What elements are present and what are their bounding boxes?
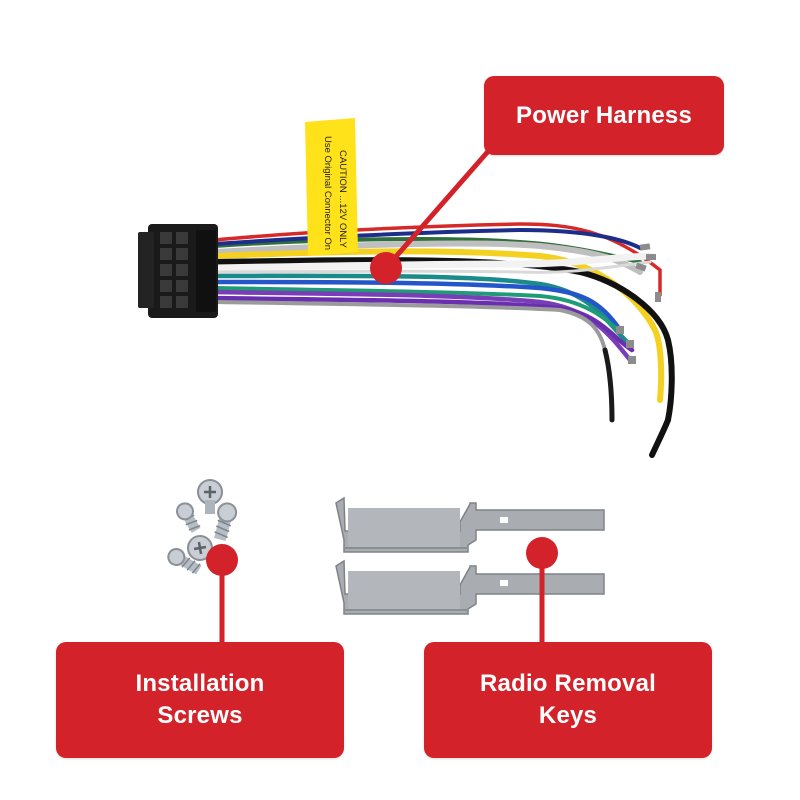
caution-tag-line1: CAUTION ...12V ONLY bbox=[337, 150, 348, 249]
pointer-dot bbox=[370, 252, 402, 284]
power-harness-pointer bbox=[370, 138, 500, 284]
harness-connector bbox=[138, 224, 218, 318]
screw bbox=[167, 548, 202, 575]
harness-wires bbox=[211, 222, 675, 458]
wire-navy bbox=[213, 227, 642, 250]
installation-screws bbox=[167, 479, 238, 645]
caution-tag: CAUTION ...12V ONLY Use Original Connect… bbox=[305, 118, 358, 256]
installation-screws-label-line1: Installation bbox=[135, 670, 265, 697]
wire-red bbox=[213, 222, 662, 297]
power-harness: CAUTION ...12V ONLY Use Original Connect… bbox=[138, 118, 675, 458]
wire-blue bbox=[212, 279, 623, 333]
wire-black-end bbox=[649, 417, 671, 458]
wire-black bbox=[212, 257, 675, 423]
removal-key bbox=[335, 496, 605, 553]
screw bbox=[187, 535, 213, 561]
installation-screws-label-line2: Screws bbox=[157, 702, 243, 729]
caution-tag-line2: Use Original Connector On bbox=[322, 136, 333, 250]
screw bbox=[214, 502, 238, 542]
keys-pointer-dot bbox=[526, 537, 558, 569]
wire-purple-2 bbox=[212, 295, 635, 353]
removal-key bbox=[335, 559, 605, 615]
installation-screws-callout: Installation Screws bbox=[56, 642, 344, 758]
radio-removal-keys-label-line1: Radio Removal bbox=[480, 670, 656, 697]
wire-green-2 bbox=[213, 286, 622, 334]
power-harness-callout: Power Harness bbox=[484, 76, 724, 155]
radio-removal-keys-label-line2: Keys bbox=[538, 702, 598, 729]
wire-white-outline bbox=[213, 260, 652, 274]
screw bbox=[176, 502, 201, 533]
wire-black-tail bbox=[602, 347, 615, 423]
wire-white bbox=[211, 252, 654, 272]
power-harness-label: Power Harness bbox=[515, 101, 692, 129]
radio-removal-keys-callout: Radio Removal Keys bbox=[424, 642, 712, 758]
wire-tips bbox=[616, 243, 661, 364]
wire-gray-2 bbox=[213, 300, 607, 352]
radio-removal-keys bbox=[335, 496, 605, 645]
screw bbox=[197, 479, 223, 514]
screws-pointer-dot bbox=[206, 544, 238, 576]
wire-purple bbox=[212, 289, 633, 363]
